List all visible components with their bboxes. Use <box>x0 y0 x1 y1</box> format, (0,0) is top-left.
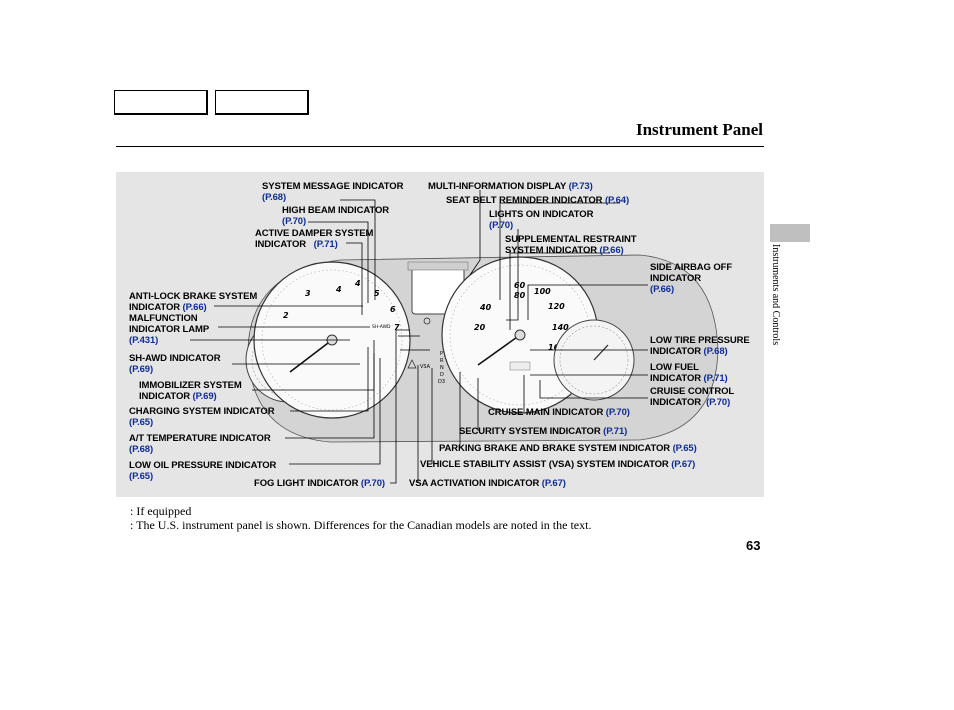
svg-text:VSA: VSA <box>420 364 431 370</box>
speedo-number: 20 <box>474 323 486 332</box>
awd-text: SH-AWD <box>372 324 391 330</box>
header-tab-1 <box>114 90 208 115</box>
label-at-temp: A/T TEMPERATURE INDICATOR (P.68) <box>129 433 271 455</box>
leader-lines <box>190 190 648 484</box>
page-number: 63 <box>746 538 761 553</box>
label-system-message: SYSTEM MESSAGE INDICATOR (P.68) <box>262 181 404 203</box>
tach-number: 7 <box>394 323 400 332</box>
svg-text:N: N <box>440 365 444 371</box>
tach-number: 3 <box>305 289 311 298</box>
speedo-number: 60 <box>514 281 526 290</box>
footnote-if-equipped: : If equipped <box>130 504 192 518</box>
label-active-damper: ACTIVE DAMPER SYSTEM INDICATOR (P.71) <box>255 228 374 250</box>
label-low-oil: LOW OIL PRESSURE INDICATOR (P.65) <box>129 460 277 482</box>
label-low-fuel: LOW FUEL INDICATOR (P.71) <box>650 362 728 384</box>
speedo-number: 120 <box>548 302 565 311</box>
tach-number: 2 <box>283 311 289 320</box>
tach-number: 4 <box>354 279 361 288</box>
header-tab-2 <box>215 90 309 115</box>
label-malfunction: MALFUNCTION INDICATOR LAMP (P.431) <box>129 313 210 346</box>
label-security: SECURITY SYSTEM INDICATOR (P.71) <box>459 426 628 437</box>
footnote-us-panel: : The U.S. instrument panel is shown. Di… <box>130 518 592 532</box>
speedo-number: 100 <box>534 287 551 296</box>
header-rule <box>116 146 764 147</box>
svg-text:P: P <box>440 351 443 357</box>
label-lights-on: LIGHTS ON INDICATOR (P.70) <box>489 209 594 231</box>
label-multi-info: MULTI-INFORMATION DISPLAY (P.73) <box>428 181 593 192</box>
label-cruise-control: CRUISE CONTROL INDICATOR (P.70) <box>650 386 735 408</box>
label-seat-belt: SEAT BELT REMINDER INDICATOR (P.64) <box>446 195 630 206</box>
label-side-airbag: SIDE AIRBAG OFF INDICATOR (P.66) <box>650 262 733 295</box>
label-charging: CHARGING SYSTEM INDICATOR (P.65) <box>129 406 275 428</box>
tach-number: 4 <box>335 285 342 294</box>
label-low-tire: LOW TIRE PRESSURE INDICATOR (P.68) <box>650 335 750 357</box>
speedo-number: 80 <box>514 291 526 300</box>
label-abs: ANTI-LOCK BRAKE SYSTEM INDICATOR (P.66) <box>129 291 258 313</box>
tach-number: 5 <box>374 289 380 298</box>
speedo-number: 140 <box>552 323 569 332</box>
label-srs: SUPPLEMENTAL RESTRAINT SYSTEM INDICATOR … <box>505 234 637 256</box>
label-high-beam: HIGH BEAM INDICATOR (P.70) <box>282 205 389 227</box>
page-title: Instrument Panel <box>635 120 763 139</box>
label-vsa-activation: VSA ACTIVATION INDICATOR (P.67) <box>409 478 566 489</box>
tach-number: 6 <box>390 305 396 314</box>
label-vsa-system: VEHICLE STABILITY ASSIST (VSA) SYSTEM IN… <box>420 459 696 470</box>
label-fog-light: FOG LIGHT INDICATOR (P.70) <box>254 478 385 489</box>
section-tab-marker <box>770 224 810 242</box>
svg-text:D3: D3 <box>438 379 445 385</box>
label-sh-awd: SH-AWD INDICATOR (P.69) <box>129 353 221 375</box>
label-cruise-main: CRUISE MAIN INDICATOR (P.70) <box>488 407 630 418</box>
label-parking-brake: PARKING BRAKE AND BRAKE SYSTEM INDICATOR… <box>439 443 697 454</box>
svg-text:R: R <box>440 358 444 364</box>
speedo-number: 40 <box>479 303 492 312</box>
svg-text:D: D <box>440 372 444 378</box>
right-small-gauge <box>509 319 635 401</box>
label-immobilizer: IMMOBILIZER SYSTEM INDICATOR (P.69) <box>139 380 242 402</box>
